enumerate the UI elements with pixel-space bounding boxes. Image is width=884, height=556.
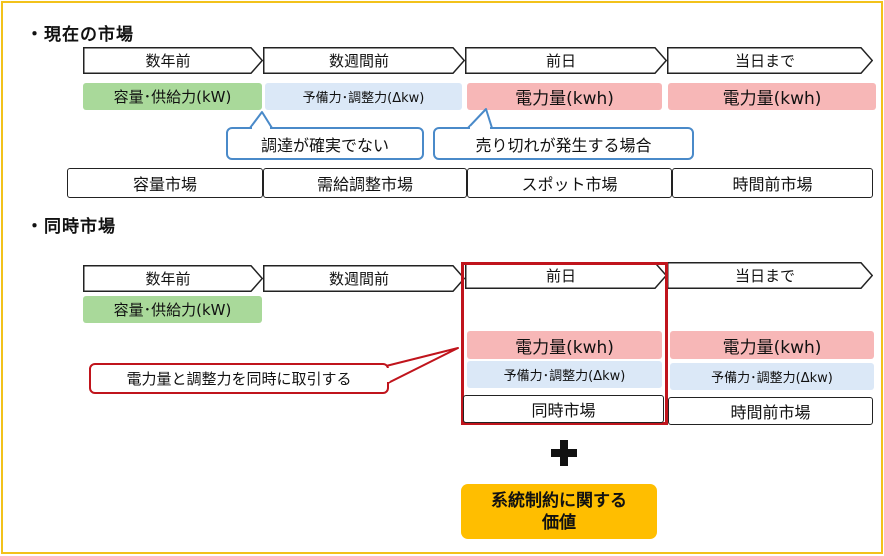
simultaneous-market: 同時市場: [463, 395, 664, 423]
timeline-label: 前日: [545, 52, 576, 70]
grid-constraint-value-box: 系統制約に関する 価値: [461, 484, 657, 539]
timeline-arrow-weeks-before: 数週間前: [263, 265, 465, 292]
timeline-arrow-years-before: 数年前: [83, 47, 263, 74]
timeline-label: 当日まで: [734, 267, 795, 285]
energy-product-day-before: 電力量(kwh): [467, 331, 662, 359]
capacity-product: 容量･供給力(kW): [83, 83, 262, 110]
reserve-product-same-day: 予備力･調整力(Δkw): [670, 363, 874, 390]
timeline-label: 数週間前: [328, 52, 389, 70]
energy-product-same-day: 電力量(kwh): [670, 331, 874, 359]
energy-product-day-before: 電力量(kwh): [467, 83, 662, 110]
balancing-market: 需給調整市場: [263, 168, 467, 198]
spot-market: スポット市場: [467, 168, 672, 198]
timeline-arrow-day-before: 前日: [465, 47, 667, 74]
plus-icon: [551, 440, 577, 466]
timeline-label: 数年前: [145, 270, 191, 288]
intraday-market: 時間前市場: [672, 168, 873, 198]
simultaneous-trading-callout: 電力量と調整力を同時に取引する: [89, 363, 389, 394]
timeline-label: 数年前: [145, 52, 191, 70]
timeline-arrow-same-day: 当日まで: [667, 262, 873, 289]
energy-product-same-day: 電力量(kwh): [668, 83, 876, 110]
intraday-market: 時間前市場: [668, 397, 873, 425]
capacity-product: 容量･供給力(kW): [83, 296, 262, 323]
reserve-product-day-before: 予備力･調整力(Δkw): [467, 361, 662, 388]
timeline-arrow-same-day: 当日まで: [667, 47, 873, 74]
simultaneous-market-highlight-frame: [461, 262, 668, 425]
reserve-product: 予備力･調整力(Δkw): [265, 83, 462, 110]
timeline-label: 当日まで: [734, 52, 795, 70]
procurement-uncertain-callout: 調達が確実でない: [226, 127, 424, 160]
sellout-callout: 売り切れが発生する場合: [433, 127, 694, 160]
timeline-arrow-weeks-before: 数週間前: [263, 47, 465, 74]
timeline-arrow-years-before: 数年前: [83, 265, 263, 292]
timeline-label: 数週間前: [328, 270, 389, 288]
current-market-heading: ・現在の市場: [26, 25, 134, 45]
simultaneous-market-heading: ・同時市場: [26, 217, 116, 237]
capacity-market: 容量市場: [67, 168, 263, 198]
timeline-label: 前日: [545, 267, 576, 285]
